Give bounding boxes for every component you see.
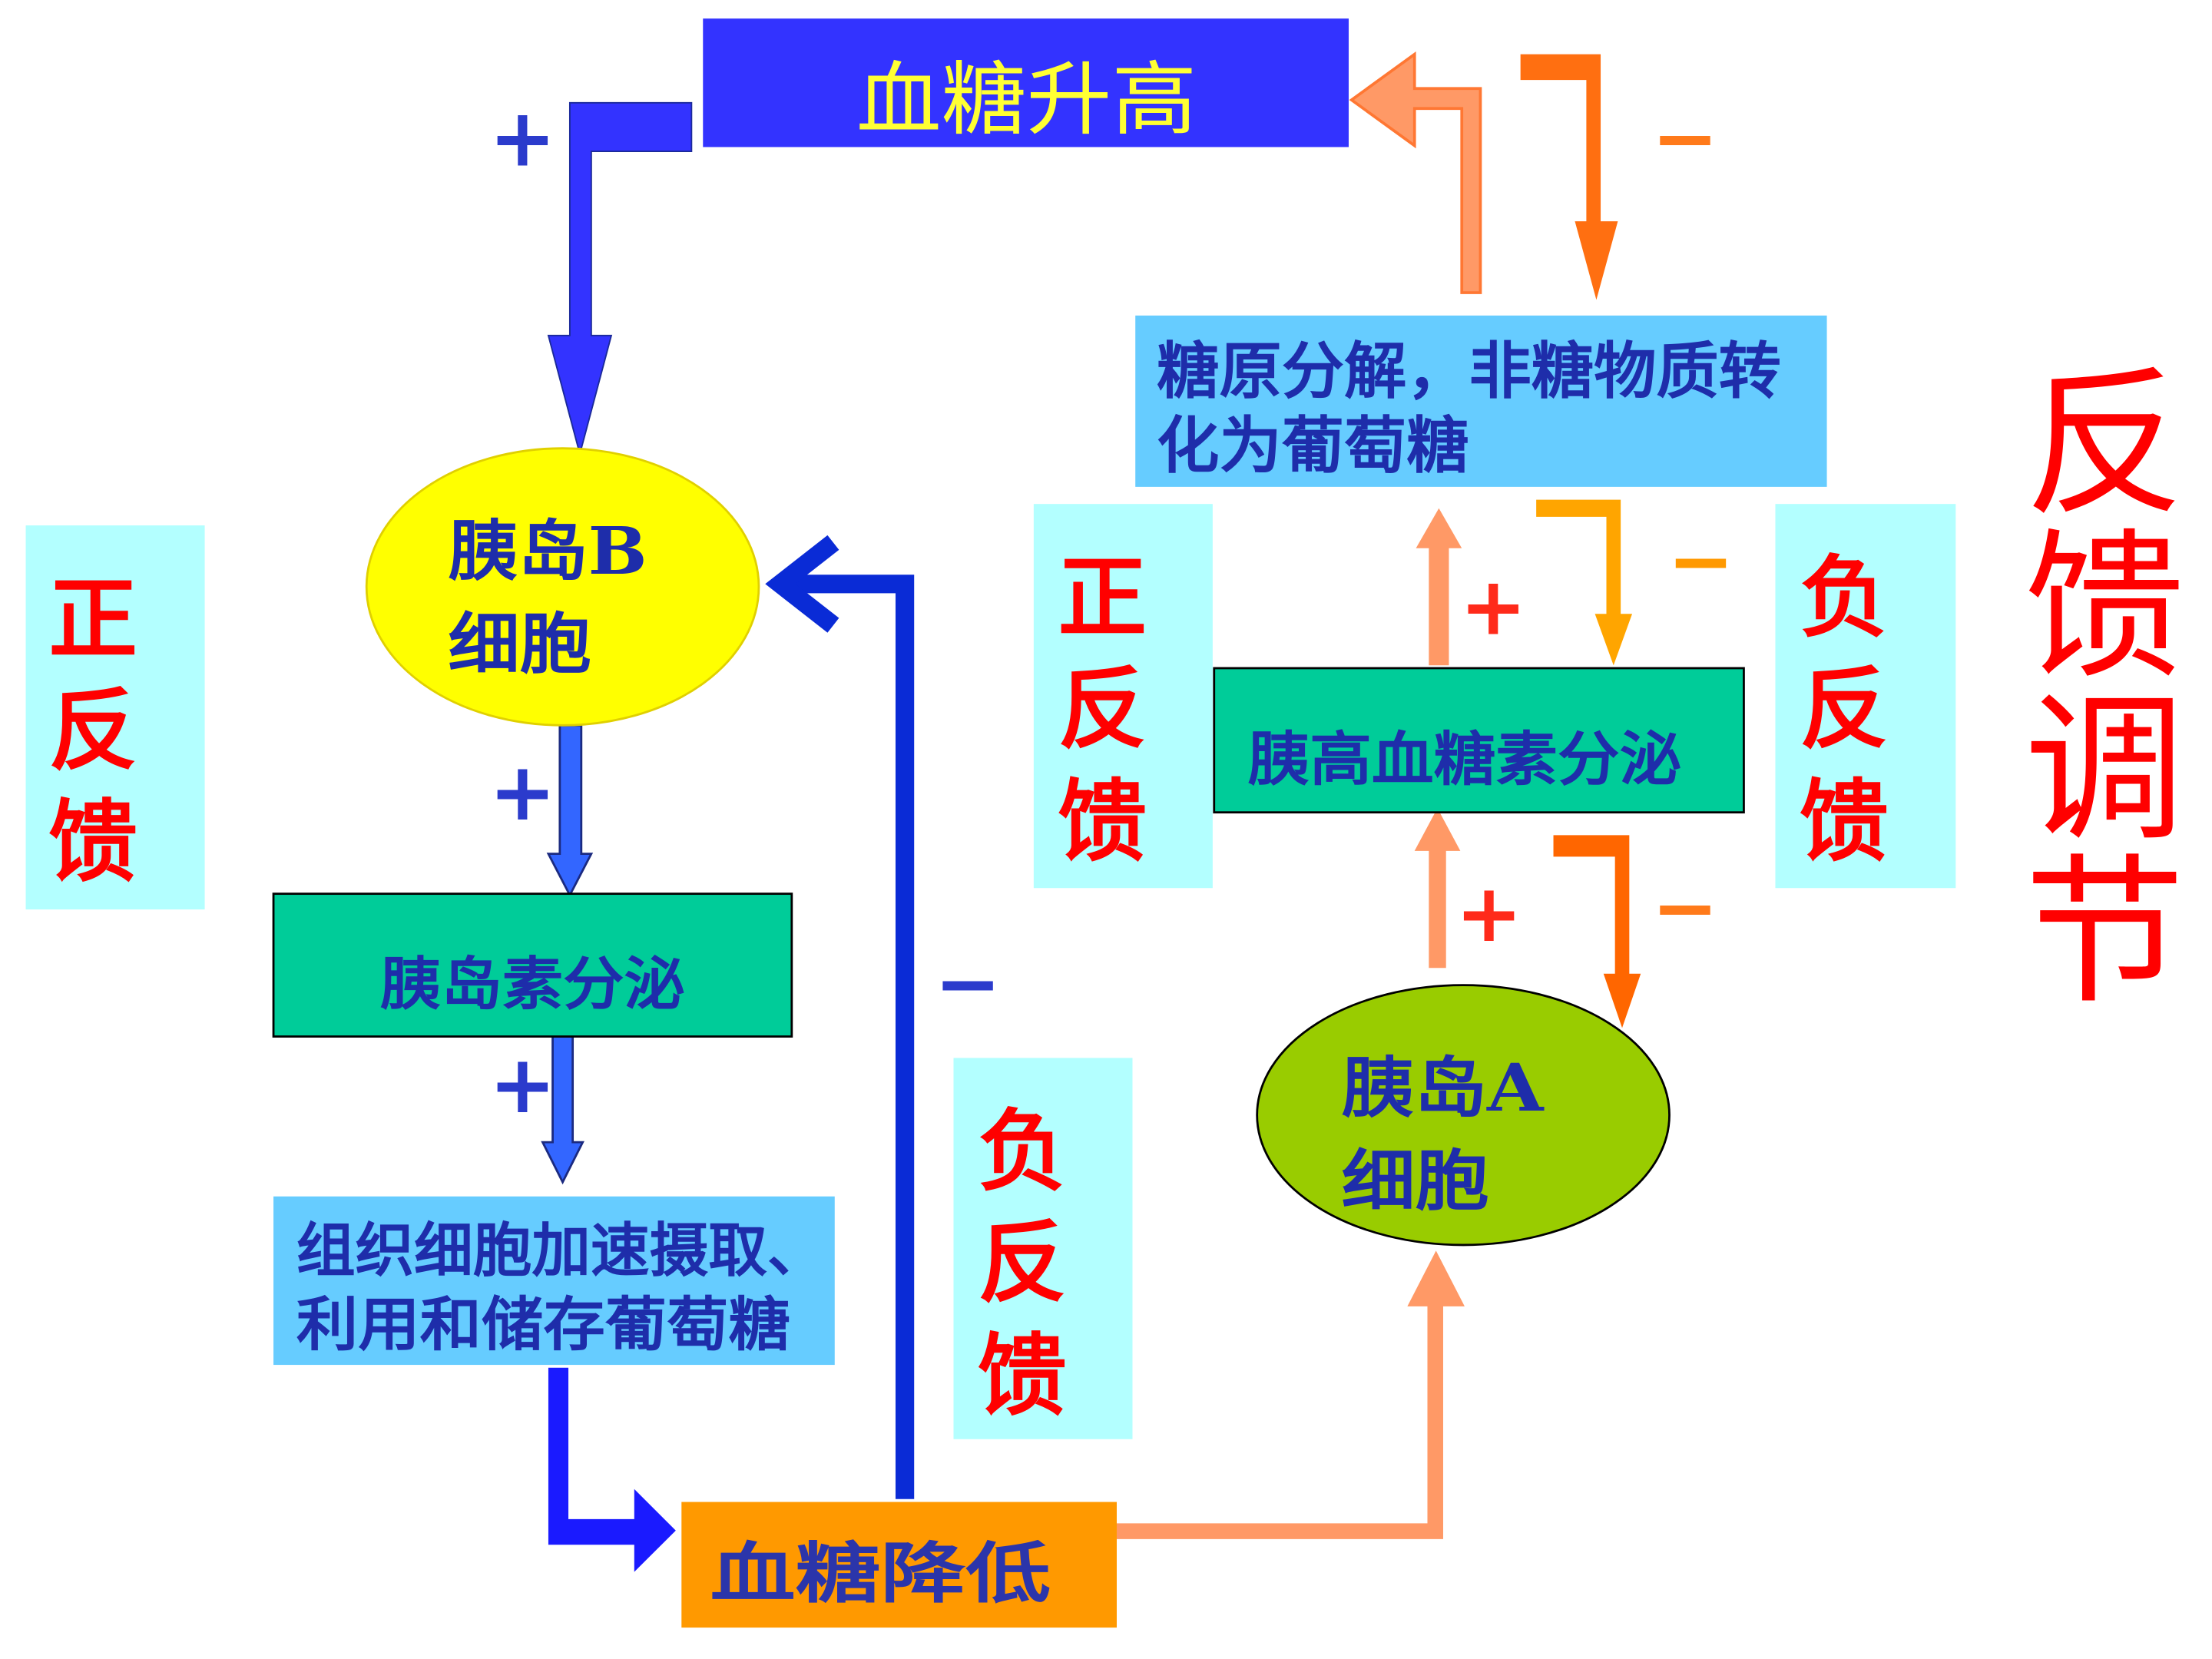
node-alpha-cell-label-line2: 细胞 <box>1342 1143 1489 1220</box>
node-glycogenolysis-box <box>1135 315 1827 487</box>
node-insulin-secretion-box <box>272 892 793 1038</box>
diagram-title: 反 馈 调 节 <box>2025 352 2185 1026</box>
arrow-low-to-alpha <box>1116 1250 1465 1539</box>
arrow-inhibit-alpha <box>1553 835 1641 1028</box>
sign-inhibit-glucagon: − <box>1667 514 1734 608</box>
node-beta-cell-label-line2: 细胞 <box>448 606 591 683</box>
negative-feedback-box-right <box>1775 504 1956 889</box>
positive-feedback-char: 反 <box>48 679 137 783</box>
positive-feedback-char: 正 <box>48 568 137 671</box>
diagram-title-char: 节 <box>2025 840 2185 1027</box>
node-blood-glucose-low: 血糖降低 <box>681 1502 1117 1628</box>
negative-feedback-label-center: 负 反 馈 <box>953 1058 1133 1439</box>
arrow-beta-to-insulin <box>546 724 594 898</box>
node-glucagon-secretion-label: 胰高血糖素分泌 <box>1248 724 1682 793</box>
arrow-inhibit-glucagon <box>1536 499 1633 666</box>
node-tissue-uptake-label-line1: 组织细胞加速摄取、 <box>296 1215 826 1284</box>
node-blood-glucose-high-box <box>703 18 1349 147</box>
arrow-low-to-beta <box>765 535 915 1499</box>
sign-glucagon-to-glycogenolysis: + <box>1460 559 1527 653</box>
node-alpha-cell: 胰岛A 细胞 <box>1256 984 1671 1247</box>
sign-inhibit-alpha: − <box>1651 861 1718 955</box>
node-beta-cell: 胰岛B 细胞 <box>365 447 760 727</box>
diagram-title-char: 反 <box>2025 352 2185 538</box>
node-glucagon-secretion: 胰高血糖素分泌 <box>1213 667 1745 814</box>
node-beta-cell-label-line1: 胰岛B <box>448 513 647 590</box>
positive-feedback-label-right: 正 反 馈 <box>1033 504 1213 889</box>
arrow-high-to-beta <box>547 101 693 457</box>
arrow-glycogenolysis-to-high <box>1349 51 1482 294</box>
diagram-title-char: 调 <box>2025 677 2185 864</box>
node-tissue-uptake-box <box>273 1196 835 1366</box>
node-glycogenolysis-label-line1: 糖原分解，非糖物质转 <box>1157 335 1781 407</box>
node-alpha-cell-label-line1: 胰岛A <box>1342 1050 1545 1127</box>
node-blood-glucose-high: 血糖升高 <box>703 18 1349 147</box>
node-insulin-secretion-label: 胰岛素分泌 <box>380 950 685 1018</box>
negative-feedback-char: 反 <box>1800 657 1889 761</box>
sign-alpha-to-glucagon: + <box>1455 866 1522 960</box>
positive-feedback-box-right <box>1033 504 1213 889</box>
node-blood-glucose-high-label: 血糖升高 <box>856 53 1197 147</box>
positive-feedback-char: 正 <box>1058 546 1147 650</box>
positive-feedback-char: 馈 <box>48 790 137 894</box>
arrow-tissue-to-low <box>548 1367 676 1572</box>
negative-feedback-label-right: 负 反 馈 <box>1775 504 1956 889</box>
arrow-inhibit-glycogenolysis <box>1520 54 1618 300</box>
negative-feedback-char: 负 <box>978 1100 1067 1204</box>
positive-feedback-char: 反 <box>1058 657 1147 761</box>
positive-feedback-char: 馈 <box>1058 770 1147 874</box>
negative-feedback-char: 负 <box>1800 546 1889 650</box>
sign-inhibit-glycogenolysis: − <box>1651 91 1718 185</box>
node-tissue-uptake-label-line2: 利用和储存葡萄糖 <box>296 1290 790 1359</box>
node-glycogenolysis-label-line2: 化为葡萄糖 <box>1157 409 1469 482</box>
node-beta-cell-shape <box>365 447 760 727</box>
arrow-alpha-to-glucagon <box>1414 808 1461 969</box>
arrow-glucagon-to-glycogenolysis <box>1416 508 1462 666</box>
diagram-title-char: 馈 <box>2025 515 2185 701</box>
sign-insulin-to-tissue: + <box>489 1038 556 1131</box>
sign-high-to-beta: + <box>489 91 556 185</box>
negative-feedback-box-center <box>953 1058 1133 1439</box>
negative-feedback-char: 馈 <box>1800 770 1889 874</box>
node-blood-glucose-low-label: 血糖降低 <box>710 1535 1051 1612</box>
sign-low-to-beta: − <box>934 936 1001 1030</box>
node-glycogenolysis: 糖原分解，非糖物质转 化为葡萄糖 <box>1135 315 1827 487</box>
node-alpha-cell-shape <box>1256 984 1671 1247</box>
node-tissue-uptake: 组织细胞加速摄取、 利用和储存葡萄糖 <box>273 1196 835 1366</box>
node-insulin-secretion: 胰岛素分泌 <box>272 892 793 1038</box>
positive-feedback-label-left: 正 反 馈 <box>25 525 205 910</box>
negative-feedback-char: 馈 <box>978 1324 1067 1428</box>
node-glucagon-secretion-box <box>1213 667 1745 814</box>
node-blood-glucose-low-box <box>681 1502 1117 1628</box>
positive-feedback-box-left <box>25 525 205 910</box>
sign-beta-to-insulin: + <box>489 745 556 839</box>
negative-feedback-char: 反 <box>978 1211 1067 1315</box>
arrow-insulin-to-tissue <box>541 1035 584 1185</box>
